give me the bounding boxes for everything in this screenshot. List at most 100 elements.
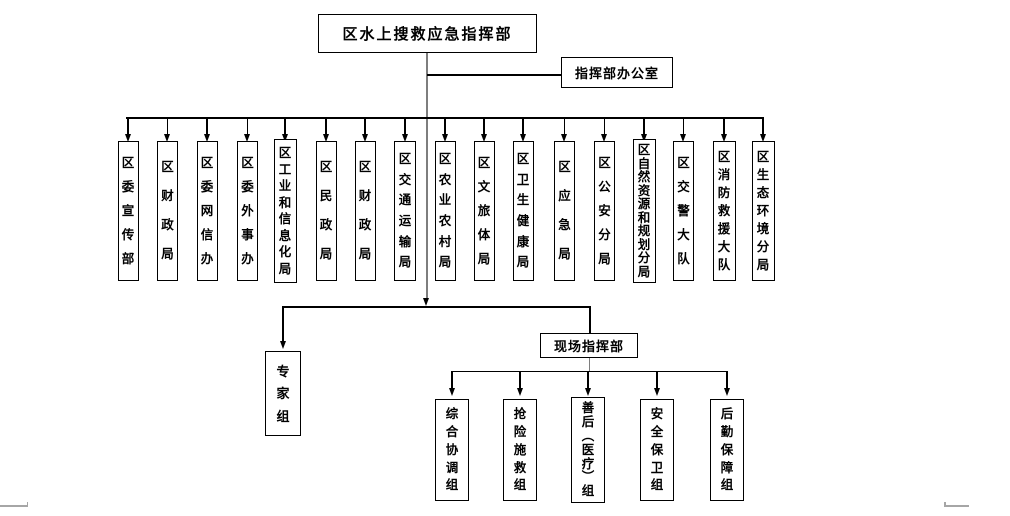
department-label: 区公安分局 <box>598 155 611 266</box>
arrow-head <box>601 133 607 142</box>
arrow-head <box>124 133 131 142</box>
edge-artifact-line <box>0 505 28 507</box>
node-department: 区应急局 <box>554 141 575 281</box>
node-onsite-hq: 现场指挥部 <box>540 333 638 358</box>
connector-drop <box>762 118 764 134</box>
node-onsite-group: 抢险施救组 <box>503 399 537 501</box>
node-department: 区卫生健康局 <box>512 141 534 281</box>
arrow-head <box>203 133 210 142</box>
department-label: 区委外事办 <box>241 155 254 266</box>
node-department: 区委宣传部 <box>117 141 139 281</box>
connector-departments-rail <box>126 117 764 119</box>
office-label: 指挥部办公室 <box>574 66 659 81</box>
department-label: 区农业农村局 <box>438 152 452 270</box>
connector-office <box>427 74 561 76</box>
node-department: 区生态环境分局 <box>751 141 775 281</box>
department-label: 区工业和信息化局 <box>278 146 292 276</box>
connector-drop <box>603 118 606 134</box>
node-department: 区公安分局 <box>594 141 615 281</box>
connector-drop <box>451 371 453 388</box>
arrow-head <box>448 388 455 396</box>
node-department: 区财政局 <box>354 141 376 281</box>
node-department: 区委网信办 <box>196 141 218 281</box>
edge-artifact-tick <box>944 501 946 507</box>
arrow-head <box>401 133 408 142</box>
connector-drop <box>723 118 725 134</box>
department-label: 区消防救援大队 <box>717 149 731 272</box>
connector-onsite-drop <box>589 306 591 333</box>
department-label: 区生态环境分局 <box>756 149 770 272</box>
department-label: 区民政局 <box>319 160 333 262</box>
department-label: 区交警大队 <box>677 155 690 266</box>
node-command-hq: 区水上搜救应急指挥部 <box>318 14 537 53</box>
connector-drop <box>246 118 249 134</box>
arrow-head <box>640 133 647 142</box>
connector-drop <box>127 118 129 134</box>
arrow-head <box>720 133 727 142</box>
command-hq-label: 区水上搜救应急指挥部 <box>342 27 513 43</box>
connector-drop <box>364 118 366 134</box>
expert-group-label: 专家组 <box>276 363 290 424</box>
department-label: 区财政局 <box>161 160 174 262</box>
department-label: 区卫生健康局 <box>516 152 530 270</box>
connector-drop <box>206 118 208 134</box>
edge-artifact-line <box>944 505 969 507</box>
arrow-head <box>361 133 368 142</box>
onsite-hq-label: 现场指挥部 <box>553 339 624 354</box>
node-onsite-group: 后勤保障组 <box>710 399 744 501</box>
node-department: 区委外事办 <box>237 141 258 281</box>
arrow-head <box>561 133 567 142</box>
node-onsite-group: 综合协调组 <box>435 399 469 501</box>
onsite-group-label: 抢险施救组 <box>513 407 527 493</box>
department-label: 区交通运输局 <box>398 152 412 270</box>
arrow-head <box>279 341 286 349</box>
connector-drop <box>325 118 327 134</box>
arrow-head <box>759 133 766 142</box>
arrow-head <box>584 388 591 396</box>
department-label: 区财政局 <box>358 160 372 262</box>
arrow-head <box>244 133 250 142</box>
onsite-group-label: 安全保卫组 <box>650 407 664 493</box>
node-expert-group: 专家组 <box>265 351 301 436</box>
edge-artifact-tick <box>26 501 28 507</box>
connector-drop <box>587 371 589 388</box>
connector-expert-drop <box>282 306 284 341</box>
connector-drop <box>284 118 286 134</box>
department-label: 区委宣传部 <box>121 155 135 266</box>
connector-drop <box>404 118 406 134</box>
node-department: 区工业和信息化局 <box>273 139 297 283</box>
node-department: 区自然资源和规划分局 <box>632 139 656 283</box>
arrow-head <box>516 388 523 396</box>
node-onsite-group: 安全保卫组 <box>640 399 674 501</box>
arrow-head <box>653 388 660 396</box>
connector-drop <box>483 118 485 134</box>
connector-drop <box>656 371 658 388</box>
department-label: 区委网信办 <box>200 155 214 266</box>
arrow-head <box>723 388 730 396</box>
connector-drop <box>166 118 169 134</box>
connector-drop <box>643 118 645 134</box>
connector-onsite-stub <box>588 358 590 371</box>
arrow-head <box>281 133 288 142</box>
arrow-head <box>680 133 686 142</box>
node-department: 区交通运输局 <box>394 141 416 281</box>
connector-groups-rail <box>452 370 727 372</box>
arrow-head <box>519 133 526 142</box>
connector-drop <box>682 118 685 134</box>
connector-drop <box>519 371 521 388</box>
node-department: 区财政局 <box>157 141 178 281</box>
arrow-head <box>480 133 487 142</box>
department-label: 区应急局 <box>558 160 571 262</box>
node-department: 区消防救援大队 <box>712 141 736 281</box>
arrow-head <box>422 298 429 306</box>
department-label: 区自然资源和规划分局 <box>637 143 651 279</box>
onsite-group-label: 善后︵医疗︶组 <box>581 401 595 499</box>
node-department: 区民政局 <box>315 141 337 281</box>
node-department: 区农业农村局 <box>434 141 456 281</box>
node-office: 指挥部办公室 <box>561 57 673 88</box>
onsite-group-label: 后勤保障组 <box>720 407 734 493</box>
connector-drop <box>522 118 524 134</box>
connector-drop <box>726 371 728 388</box>
node-department: 区文旅体局 <box>473 141 495 281</box>
